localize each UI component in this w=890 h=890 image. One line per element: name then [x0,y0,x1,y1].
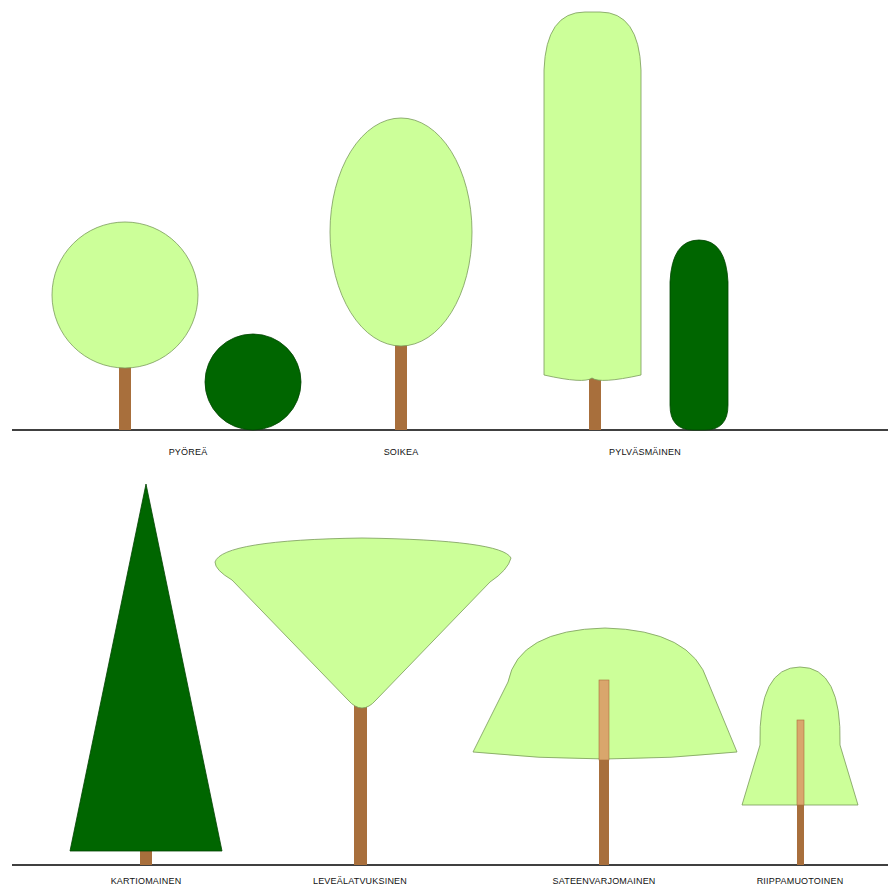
round-shrub [205,334,301,430]
trunk-inside-crown [797,720,804,805]
tree-trunk [395,342,407,430]
shape-label: SOIKEA [384,447,419,457]
ground-line [12,429,888,431]
shape-label: PYÖREÄ [169,447,208,457]
tree-trunk [354,705,367,865]
shape-label: RIIPPAMUOTOINEN [757,876,844,886]
oval-crown [330,118,472,346]
trunk-inside-crown [599,680,609,760]
tree-trunk [589,374,601,430]
shape-label: PYLVÄSMÄINEN [609,447,681,457]
tree-trunk [599,760,609,865]
shape-label: LEVEÄLATVUKSINEN [313,876,407,886]
columnar-shrub [670,240,728,430]
shape-label: SATEENVARJOMAINEN [552,876,655,886]
conical-crown [70,484,222,851]
shape-label: KARTIOMAINEN [111,876,182,886]
umbrella-crown [473,628,737,759]
shape-label-box: LEVEÄLATVUKSINEN [313,870,407,888]
shape-label-box: PYÖREÄ [169,441,208,459]
columnar-crown [544,12,641,380]
tree-trunk [797,805,804,865]
shape-label-box: SATEENVARJOMAINEN [552,870,655,888]
tree-trunk [119,366,131,430]
round-crown [52,222,198,368]
shape-label-box: SOIKEA [384,441,419,459]
shape-label-box: RIIPPAMUOTOINEN [757,870,844,888]
wide-crown [215,538,511,708]
shape-label-box: KARTIOMAINEN [111,870,182,888]
weeping-crown [742,667,858,805]
shape-label-box: PYLVÄSMÄINEN [609,441,681,459]
